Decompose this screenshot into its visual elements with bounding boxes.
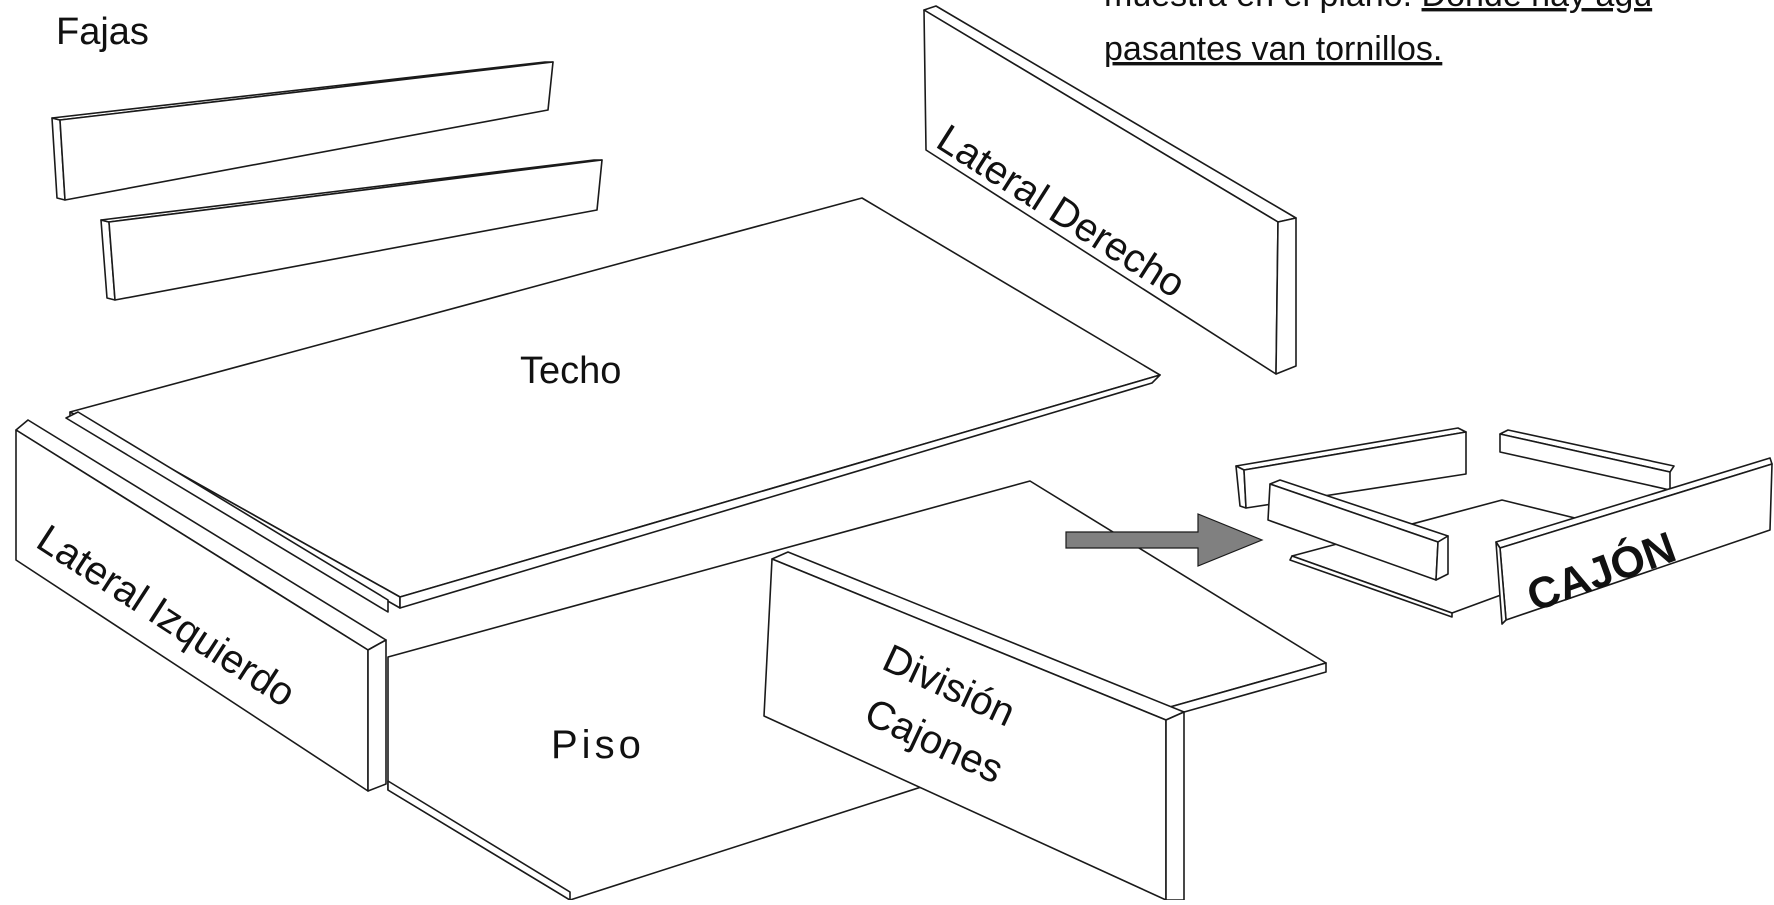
note-line-1: muestra en el plano. Donde hay agu [1104,0,1652,14]
faja-strip-bottom [100,159,603,301]
lateral-izquierdo-panel [15,411,389,792]
label-fajas: Fajas [56,11,149,53]
cajon-front [1495,457,1773,625]
cajon-drawer [1235,427,1773,625]
arrow-right-icon [1065,513,1264,567]
instruction-note: muestra en el plano. Donde hay agu pasan… [1104,0,1652,68]
faja-strip-top [51,61,554,201]
label-techo: Techo [520,350,621,392]
label-piso: Piso [551,723,645,767]
note-line-2: pasantes van tornillos. [1104,30,1442,68]
cajon-side-left [1267,479,1449,581]
lateral-derecho-panel [923,5,1297,375]
cajon-side-rear [1499,429,1675,491]
